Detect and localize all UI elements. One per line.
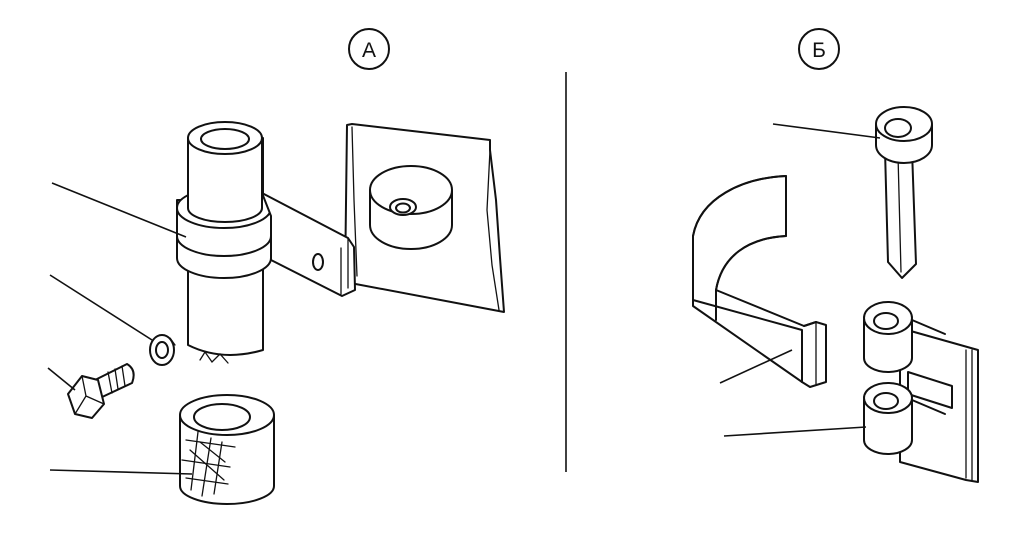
- leader-strap: [719, 349, 793, 384]
- leader-bolt: [47, 367, 76, 391]
- hatched-bushing: [179, 394, 275, 505]
- hatch-marks: [181, 431, 236, 497]
- leader-bushing: [49, 469, 193, 475]
- panel-a-label-circle: [348, 28, 390, 70]
- collar-arm: [261, 192, 356, 297]
- curved-strap: [692, 175, 827, 388]
- leader-knuckle: [723, 426, 867, 437]
- hinge-leaf: [863, 301, 979, 483]
- panel-a: А: [47, 28, 505, 505]
- hinge-pin: [875, 106, 933, 279]
- lower-knuckle: [863, 382, 946, 455]
- plate-bushing: [369, 165, 453, 250]
- bolt: [67, 363, 135, 419]
- panel-b-label-circle: [798, 28, 840, 70]
- spring-washer: [149, 334, 176, 366]
- panel-a-leaders: [47, 182, 193, 475]
- wall-plate: [344, 123, 505, 313]
- panel-b-leaders: [719, 123, 881, 437]
- leader-washer: [49, 274, 153, 341]
- panel-b-label: Б: [812, 39, 826, 62]
- leader-collar: [51, 182, 187, 238]
- panel-b: Б: [692, 28, 979, 483]
- leader-pin: [772, 123, 881, 139]
- panel-a-label: А: [362, 39, 376, 62]
- tube-with-collar: [176, 121, 356, 364]
- upper-knuckle: [863, 301, 946, 373]
